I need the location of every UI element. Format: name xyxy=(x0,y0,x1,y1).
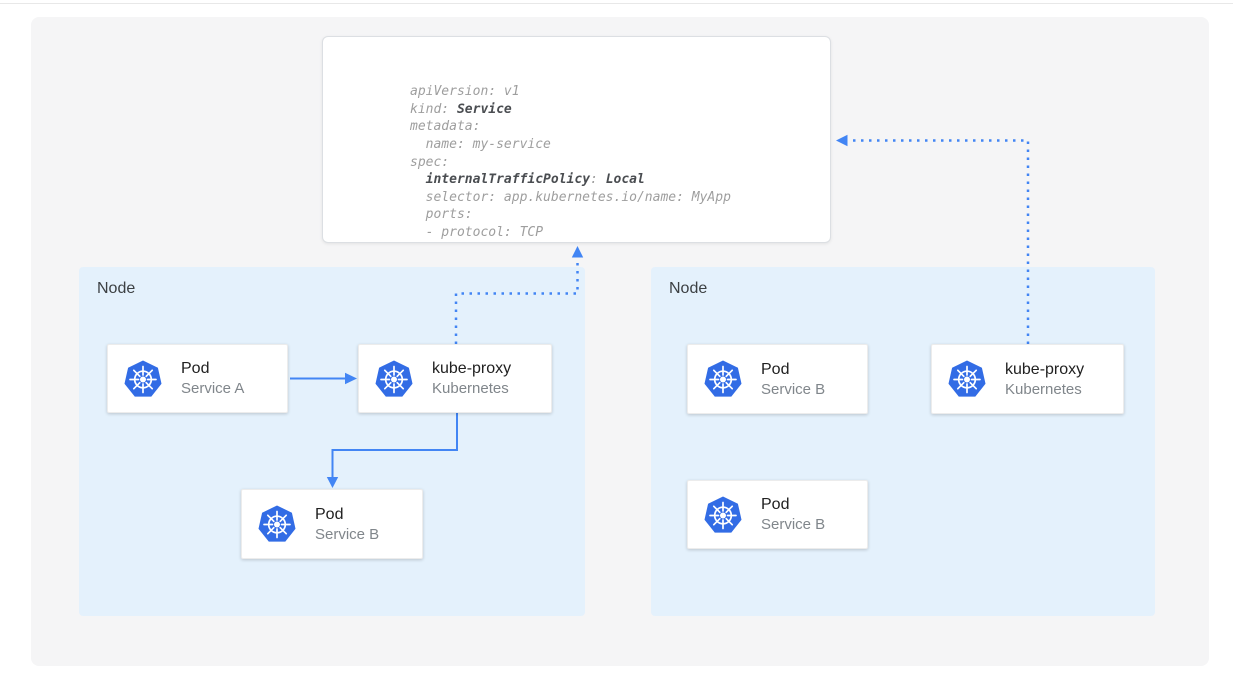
yaml-line: selector: app.kubernetes.io/name: MyApp xyxy=(410,189,731,205)
kubernetes-logo-icon xyxy=(374,359,414,399)
pod-card-service-b-left: Pod Service B xyxy=(241,489,423,559)
kubernetes-logo-icon xyxy=(947,359,987,399)
card-subtitle: Kubernetes xyxy=(432,380,509,397)
node-label: Node xyxy=(669,280,708,297)
card-title: Pod xyxy=(761,360,790,378)
card-subtitle: Service B xyxy=(761,516,826,533)
node-label: Node xyxy=(97,280,136,297)
yaml-line: spec: xyxy=(410,154,450,170)
yaml-line: ports: xyxy=(410,207,473,223)
pod-card-service-b-right-bottom: Pod Service B xyxy=(687,480,868,549)
kubernetes-logo-icon xyxy=(703,495,743,535)
card-title: kube-proxy xyxy=(432,360,512,377)
kubernetes-logo-icon xyxy=(703,359,743,399)
kubernetes-logo-icon xyxy=(257,504,297,544)
card-subtitle: Service B xyxy=(315,525,380,543)
yaml-line: apiVersion: v1 xyxy=(410,84,520,100)
yaml-line: internalTrafficPolicy: Local xyxy=(425,172,645,188)
yaml-line: kind: Service xyxy=(410,101,512,117)
yaml-line: metadata: xyxy=(410,119,481,135)
card-subtitle: Service B xyxy=(761,380,826,398)
top-divider xyxy=(0,0,1233,4)
kube-proxy-card-left: kube-proxy Kubernetes xyxy=(358,344,552,413)
card-title: Pod xyxy=(761,496,790,513)
card-title: kube-proxy xyxy=(1005,360,1085,378)
card-subtitle: Service A xyxy=(181,380,245,397)
kube-proxy-card-right: kube-proxy Kubernetes xyxy=(931,344,1124,414)
card-title: Pod xyxy=(181,360,210,377)
node-box-right: Node xyxy=(651,267,1155,616)
yaml-line: - protocol: TCP xyxy=(410,224,544,240)
pod-card-service-b-right-top: Pod Service B xyxy=(687,344,868,414)
yaml-line: port: 80 xyxy=(410,242,820,243)
yaml-line: name: my-service xyxy=(410,136,551,152)
card-title: Pod xyxy=(315,505,344,523)
card-subtitle: Kubernetes xyxy=(1005,380,1082,398)
node-box-left: Node xyxy=(79,267,585,616)
pod-card-service-a: Pod Service A xyxy=(107,344,288,413)
kubernetes-logo-icon xyxy=(123,359,163,399)
